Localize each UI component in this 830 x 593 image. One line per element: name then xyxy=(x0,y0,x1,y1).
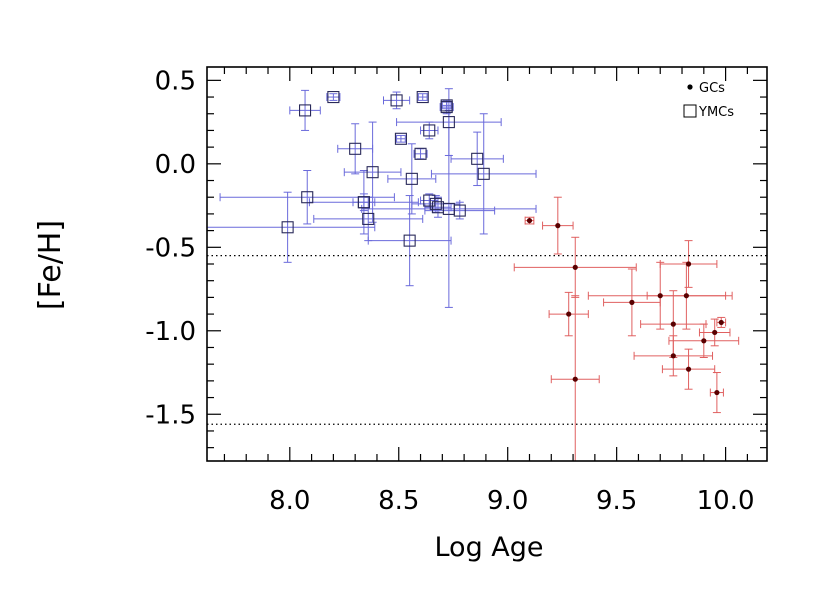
ymc-point xyxy=(416,91,429,104)
ymc-point xyxy=(403,234,416,247)
gc-point xyxy=(657,293,663,299)
ymc-point xyxy=(405,172,418,185)
ymc-point xyxy=(362,212,375,225)
legend-label: GCs xyxy=(699,81,725,96)
ymc-point xyxy=(357,196,370,209)
y-tick-label: -0.5 xyxy=(145,233,196,263)
x-tick-label: 8.0 xyxy=(269,486,310,516)
gc-point xyxy=(712,329,718,336)
x-tick-label: 9.0 xyxy=(487,486,528,516)
legend-label: YMCs xyxy=(698,105,734,120)
x-axis-label: Log Age xyxy=(434,532,543,563)
y-tick-label: -1.5 xyxy=(145,400,196,430)
y-tick-label: 0.5 xyxy=(155,66,196,96)
y-tick-label: -1.0 xyxy=(145,317,196,347)
legend-marker-gcs xyxy=(687,84,693,90)
gc-point xyxy=(566,311,572,317)
gc-point xyxy=(701,338,707,344)
ymc-point xyxy=(440,101,453,114)
x-tick-label: 9.5 xyxy=(596,486,637,516)
ymc-point xyxy=(394,132,407,145)
tick-labels: 8.0 8.5 9.0 9.5 10.0 0.5 0.0 -0.5 -1.0 -1.5 xyxy=(145,66,754,516)
axis-ticks xyxy=(207,67,767,461)
gc-point xyxy=(572,264,578,270)
ymc-point xyxy=(442,116,455,129)
ymc-point xyxy=(390,94,403,107)
ymc-point xyxy=(301,191,314,204)
ymc-point xyxy=(477,167,490,180)
gc-point xyxy=(670,353,676,359)
gc-point xyxy=(683,293,689,299)
y-tick-label: 0.0 xyxy=(155,150,196,180)
ymc-point xyxy=(423,124,436,137)
gc-point xyxy=(685,261,692,267)
y-axis-label: [Fe/H] xyxy=(33,220,68,310)
x-tick-label: 10.0 xyxy=(697,486,755,516)
ymc-point xyxy=(366,166,379,179)
x-tick-label: 8.5 xyxy=(378,486,419,516)
plot-frame xyxy=(206,66,768,462)
ymc-point xyxy=(349,142,362,155)
ymc-point xyxy=(414,147,427,160)
ymc-point xyxy=(281,221,294,234)
reference-lines xyxy=(207,255,767,425)
data-points xyxy=(281,91,724,396)
ymc-point xyxy=(423,194,436,207)
ymc-point xyxy=(471,152,484,165)
legend-marker-ymcs xyxy=(683,104,697,118)
gc-point xyxy=(526,217,533,224)
gc-point xyxy=(670,321,676,327)
ymc-point xyxy=(299,104,312,117)
gc-point xyxy=(685,366,692,372)
gc-point xyxy=(629,299,635,305)
error-bars xyxy=(207,88,740,461)
ymc-point xyxy=(327,91,340,104)
ymc-point xyxy=(453,204,466,217)
ymc-point xyxy=(429,197,442,210)
gc-point xyxy=(718,319,724,326)
gc-point xyxy=(572,376,578,382)
gc-point xyxy=(714,389,720,396)
gc-point xyxy=(555,223,561,229)
